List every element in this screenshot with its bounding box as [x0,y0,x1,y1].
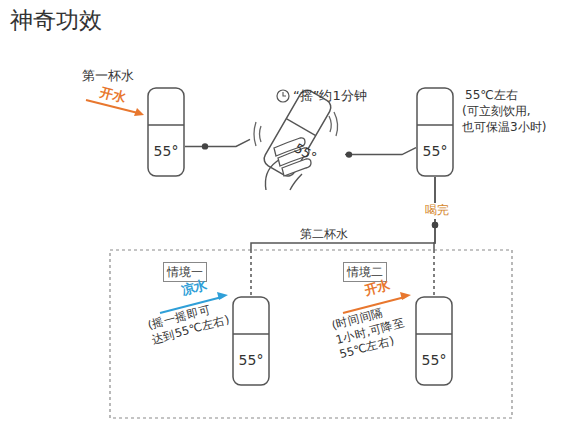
flow-connector [251,177,438,296]
annotation-text: 55℃左右 [465,88,518,104]
annotation-text: (可立刻饮用, 也可保温3小时) [462,104,562,135]
cup-outline [147,87,185,177]
annotation-text: 喝完 [424,203,450,219]
flow-connector [185,139,250,149]
cup-node: 55° [416,87,454,177]
cup-outline [415,296,453,386]
temperature-mark: 55° [416,143,454,159]
scenario-dashed-frame [110,250,512,418]
cup-outline [232,296,270,386]
temperature-mark: 55° [147,143,185,159]
diagram-title: 神奇功效 [10,6,102,36]
annotation-text: 第二杯水 [300,227,348,243]
temperature-mark: 55° [415,352,453,368]
flow-connector [345,148,416,158]
cup-node: 55° [147,87,185,177]
flow-connector [432,177,438,296]
temperature-mark: 55° [232,352,270,368]
annotation-text: (时间间隔 1小时,可降至 55℃左右) [330,300,413,362]
cup-node: 55° [232,296,270,386]
scenario-name: 情境二 [347,265,383,279]
clock-icon [277,90,289,102]
annotation-text: “摇”约1分钟 [293,88,367,105]
annotation-text: 第一杯水 [82,68,134,85]
cup-outline [416,87,454,177]
scenario-name: 情境一 [167,265,203,279]
cup-node: 55° [415,296,453,386]
